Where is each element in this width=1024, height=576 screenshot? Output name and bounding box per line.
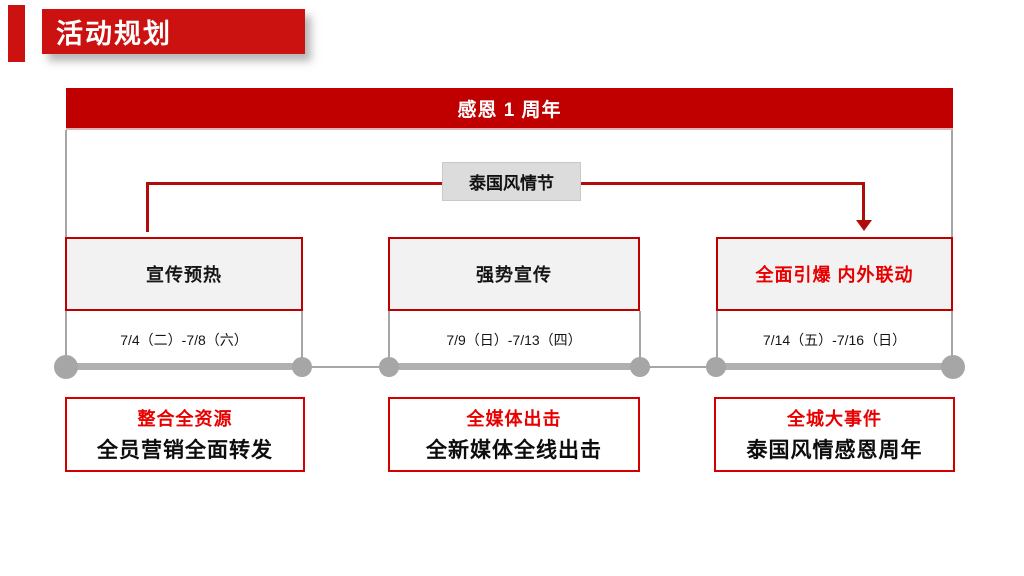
- summary-detail-3: 泰国风情感恩周年: [746, 439, 923, 462]
- summary-highlight-1: 整合全资源: [137, 409, 233, 429]
- connector-line: [301, 311, 303, 368]
- anniversary-label: 感恩 1 周年: [457, 99, 562, 121]
- summary-box-1: 整合全资源 全员营销全面转发: [65, 397, 305, 472]
- timeline-dot: [706, 357, 726, 377]
- timeline-segment-2: [388, 363, 640, 370]
- festival-bracket-right-drop: [862, 182, 865, 221]
- festival-tag: 泰国风情节: [442, 162, 581, 201]
- phase-title-1: 宣传预热: [146, 265, 222, 285]
- anniversary-header-bar: 感恩 1 周年: [66, 88, 953, 130]
- timeline-dot: [941, 355, 965, 379]
- timeline-dot: [630, 357, 650, 377]
- summary-detail-1: 全员营销全面转发: [97, 439, 273, 462]
- connector-line: [388, 311, 390, 368]
- connector-line: [639, 311, 641, 368]
- phase-box-2: 强势宣传: [388, 237, 640, 311]
- phase-box-1: 宣传预热: [65, 237, 303, 311]
- arrow-down-icon: [856, 220, 872, 231]
- summary-highlight-2: 全媒体出击: [466, 409, 562, 429]
- phase-date-1: 7/4（二）-7/8（六）: [120, 332, 248, 348]
- timeline-dot: [379, 357, 399, 377]
- timeline-dot: [54, 355, 78, 379]
- summary-box-2: 全媒体出击 全新媒体全线出击: [388, 397, 640, 472]
- page-title: 活动规划: [56, 19, 172, 49]
- phase-date-3: 7/14（五）-7/16（日）: [762, 332, 907, 348]
- summary-box-3: 全城大事件 泰国风情感恩周年: [714, 397, 955, 472]
- connector-line: [716, 311, 718, 368]
- phase-title-3: 全面引爆 内外联动: [755, 265, 914, 285]
- timeline-dot: [292, 357, 312, 377]
- phase-date-2: 7/9（日）-7/13（四）: [446, 332, 582, 348]
- festival-label: 泰国风情节: [469, 174, 554, 193]
- title-accent-bar: [8, 5, 25, 62]
- title-banner: 活动规划: [42, 9, 305, 54]
- phase-title-2: 强势宣传: [476, 265, 552, 285]
- summary-detail-2: 全新媒体全线出击: [426, 439, 602, 462]
- festival-bracket-left-drop: [146, 182, 149, 232]
- phase-box-3: 全面引爆 内外联动: [716, 237, 953, 311]
- timeline-segment-1: [66, 363, 302, 370]
- timeline-segment-3: [716, 363, 953, 370]
- summary-highlight-3: 全城大事件: [787, 409, 882, 429]
